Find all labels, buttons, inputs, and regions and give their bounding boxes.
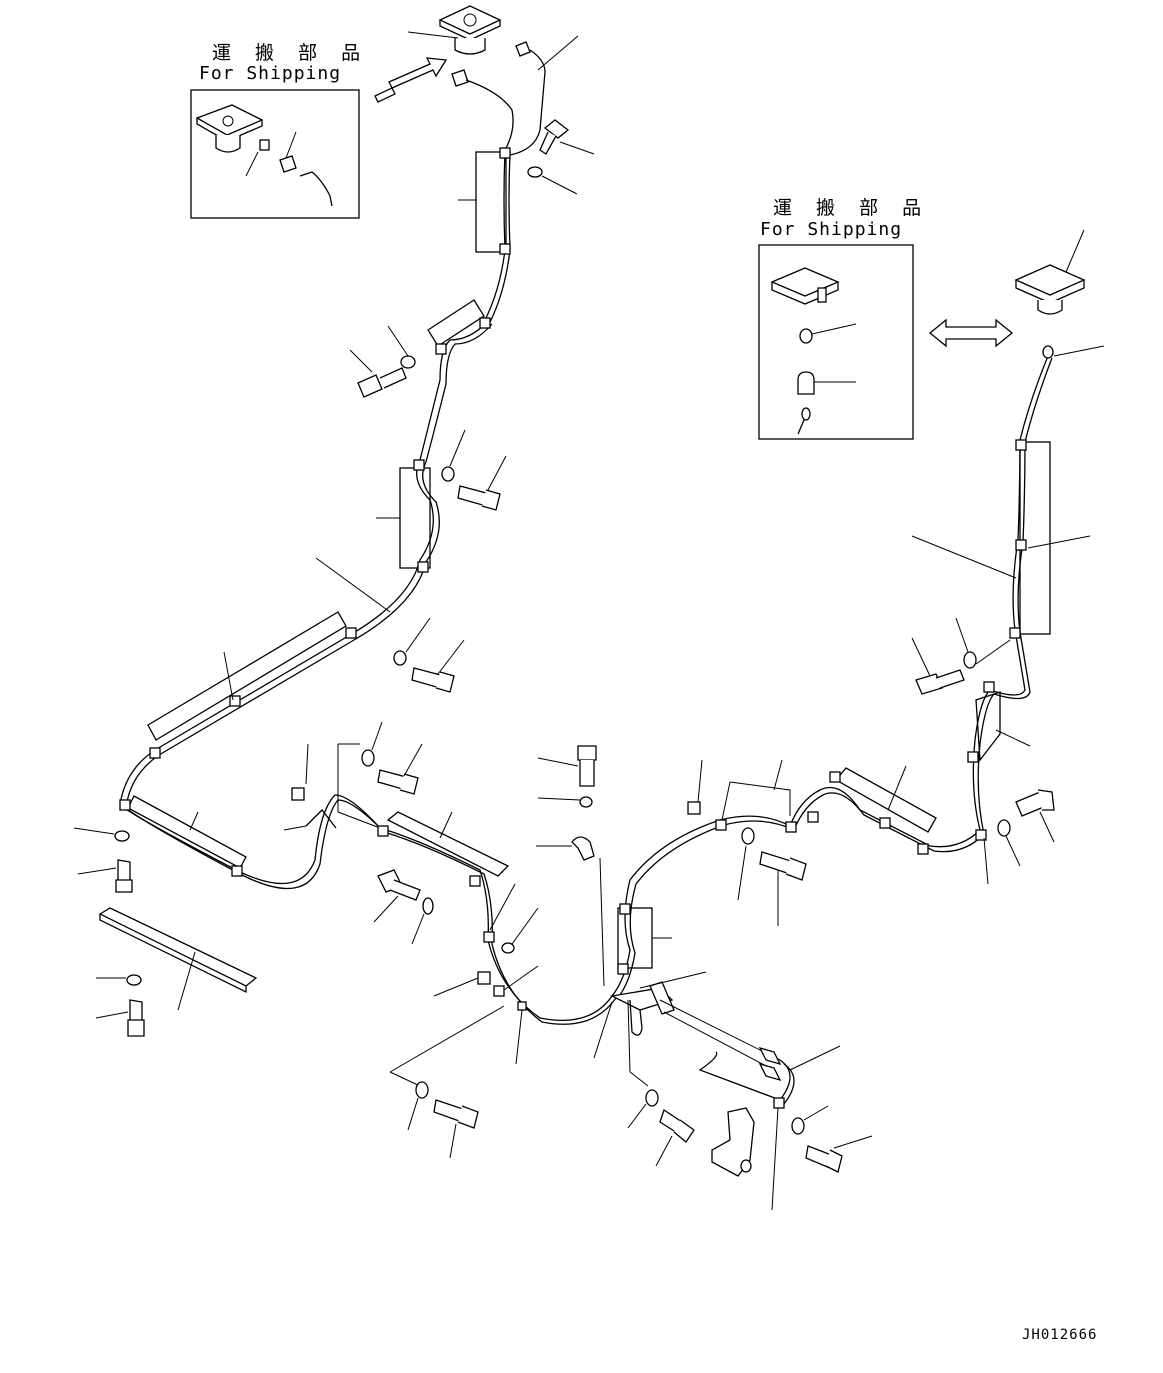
bolt-icon — [527, 119, 595, 195]
double-arrow-icon-right — [928, 318, 1014, 348]
shipping-box-left — [190, 89, 360, 219]
shipping-label-jp-right: 運 搬 部 品 — [773, 197, 931, 219]
harness-segment-9 — [721, 689, 1055, 885]
harness-segment-8 — [698, 1045, 873, 1211]
beacon-lamp-top — [407, 5, 579, 156]
harness-segment-7 — [611, 759, 807, 1000]
double-arrow-icon-left — [374, 57, 448, 103]
harness-segment-3 — [315, 429, 507, 641]
shipping-label-en-right: For Shipping — [760, 219, 903, 240]
beacon-lamp-right — [1014, 229, 1086, 315]
shipping-label-jp-left: 運 搬 部 品 — [212, 42, 370, 64]
harness-segment-10 — [911, 345, 1105, 700]
harness-segment-2 — [349, 299, 493, 463]
connector-junction — [593, 971, 781, 1167]
shipping-label-en-left: For Shipping — [199, 63, 342, 84]
center-fasteners — [536, 745, 605, 987]
harness-segment-4 — [119, 611, 465, 809]
harness-segment-6 — [337, 721, 617, 1159]
harness-segment-5 — [73, 743, 385, 1037]
drawing-code: JH012666 — [1022, 1327, 1098, 1343]
shipping-box-right — [758, 244, 914, 440]
harness-segment-1 — [458, 147, 511, 323]
